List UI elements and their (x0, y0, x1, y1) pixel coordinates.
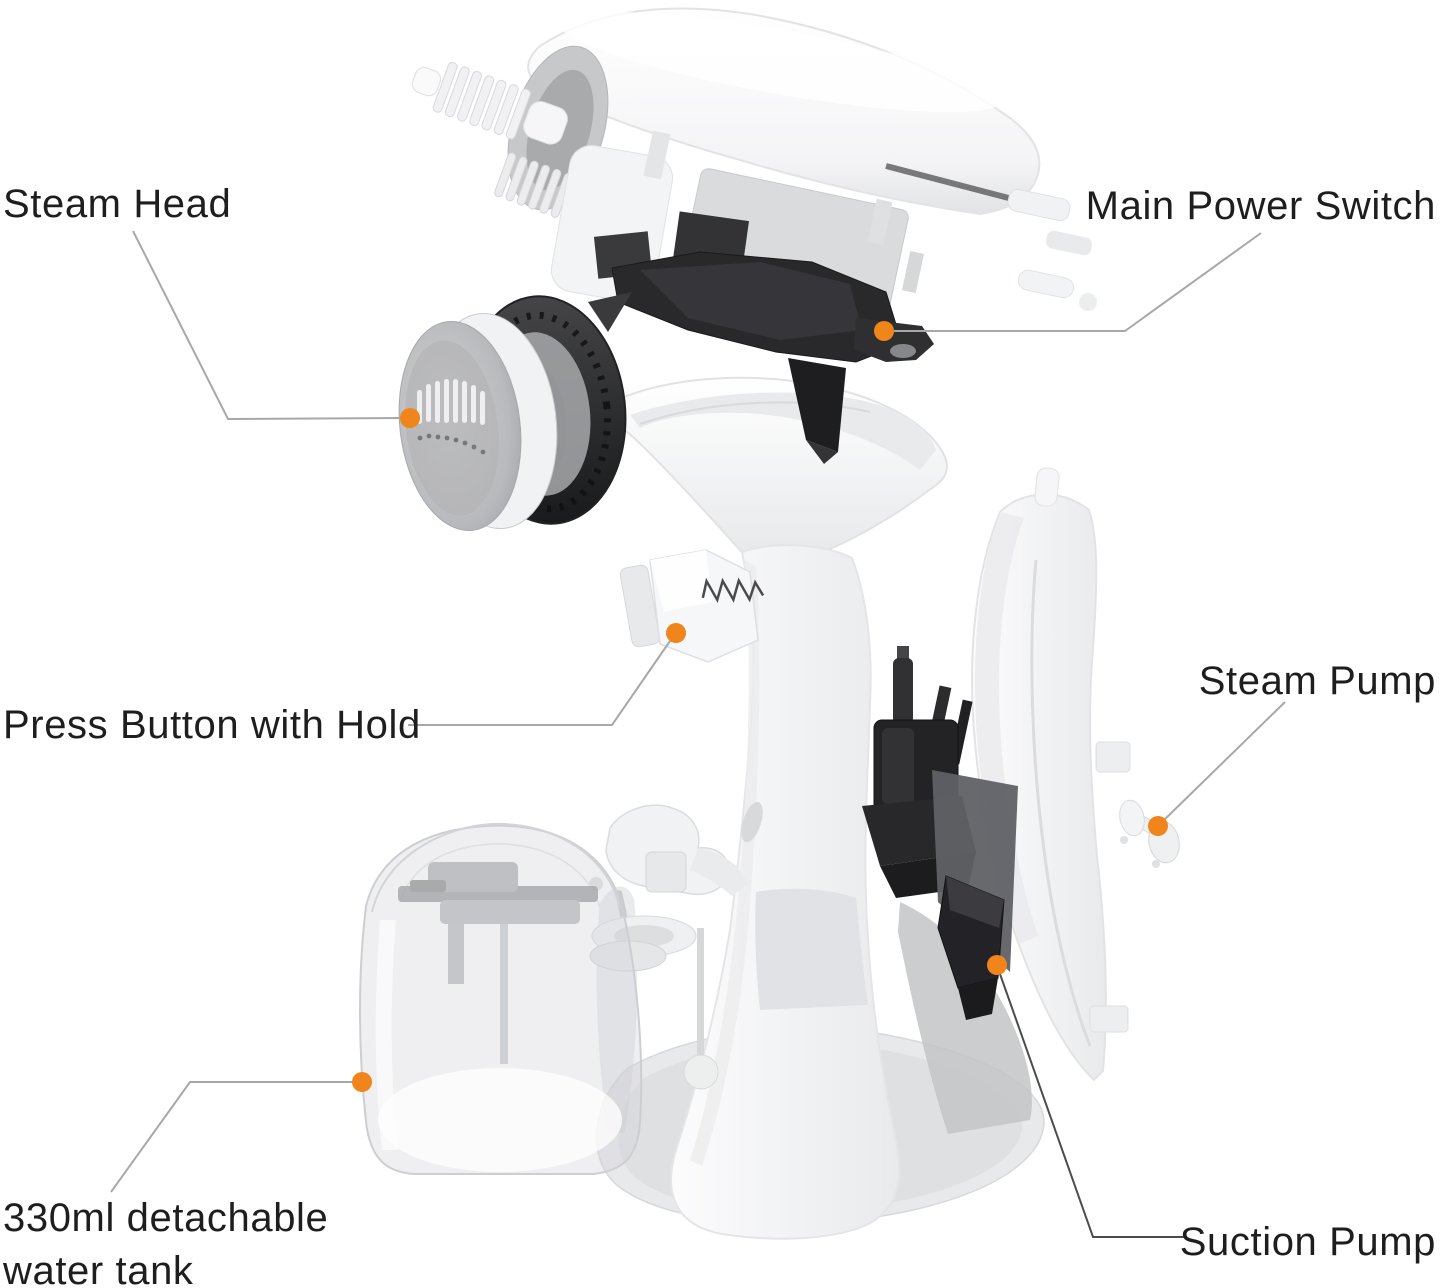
water-tank-part (359, 822, 643, 1175)
callout-press-button (408, 623, 686, 726)
callout-line (1163, 701, 1286, 821)
callout-dot (987, 955, 1007, 975)
label-steam-pump: Steam Pump (1198, 659, 1436, 703)
callout-steam-pump (1148, 701, 1286, 836)
label-suction-pump: Suction Pump (1179, 1220, 1436, 1264)
callout-water-tank (110, 1072, 372, 1193)
handle-part (670, 544, 901, 1240)
steam-pump-part (1119, 799, 1180, 868)
callout-dot (666, 623, 686, 643)
callout-dot (1148, 816, 1168, 836)
callouts (110, 230, 1286, 1238)
label-water-tank: 330ml detachable water tank (3, 1196, 329, 1288)
suction-pump-part (932, 770, 1018, 1020)
callout-line (110, 1081, 352, 1193)
float-valve-part (589, 804, 748, 1133)
callout-line (132, 230, 402, 421)
callout-main-power-switch (874, 232, 1262, 341)
steam-head-part (398, 292, 632, 531)
callout-suction-pump (987, 955, 1186, 1238)
press-button-part (619, 549, 759, 663)
body-interior-shading (898, 902, 1032, 1134)
callout-line (408, 640, 671, 726)
label-main-power-switch: Main Power Switch (1085, 184, 1436, 228)
body-funnel-part (606, 376, 948, 565)
callout-dot (352, 1072, 372, 1092)
spring-part (701, 577, 765, 604)
callout-line (894, 232, 1262, 332)
power-switch-part (593, 211, 934, 464)
callout-line (999, 973, 1186, 1238)
callout-dot (874, 321, 894, 341)
callout-steam-head (132, 230, 420, 428)
label-press-button: Press Button with Hold (3, 703, 421, 747)
callout-dot (400, 408, 420, 428)
label-steam-head: Steam Head (3, 182, 232, 226)
